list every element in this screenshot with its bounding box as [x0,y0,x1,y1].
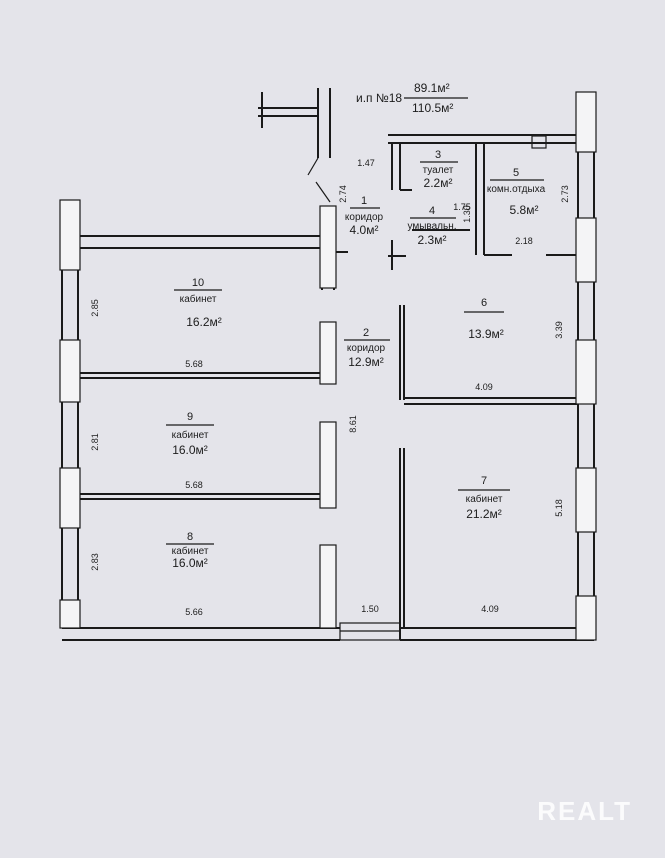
room-name: коридор [347,343,386,354]
room-number: 8 [187,531,193,543]
room-4: 4 умывальн. 2.3м² [407,205,456,247]
room-area: 2.3м² [418,233,447,247]
room-area: 4.0м² [350,223,379,237]
room-area: 16.2м² [186,315,222,329]
dim-2-83: 2.83 [90,553,100,571]
room-9: 9 кабинет 16.0м² [166,411,214,457]
dim-8-61: 8.61 [348,415,358,433]
dim-2-73: 2.73 [560,185,570,203]
room-area: 2.2м² [424,176,453,190]
room-area: 5.8м² [510,203,539,217]
room-5: 5 комн.отдыха 5.8м² [487,167,546,217]
room-2: 2 коридор 12.9м² [344,327,390,369]
room-area: 21.2м² [466,507,502,521]
dim-5-18: 5.18 [554,499,564,517]
room-name: кабинет [172,429,209,441]
room-number: 6 [481,297,487,309]
room-name: умывальн. [407,221,456,232]
dim-1-47: 1.47 [357,158,375,168]
dim-5-66: 5.66 [185,607,203,617]
watermark-logo: REALT [537,796,632,826]
room-name: кабинет [172,545,209,557]
dim-1-75: 1.75 [453,202,471,212]
dim-2-18: 2.18 [515,236,533,246]
dim-4-09-a: 4.09 [475,382,493,392]
dim-1-30: 1.30 [462,205,472,223]
plan-header: и.п №18 89.1м² 110.5м² [356,81,468,115]
room-name: комн.отдыха [487,184,546,195]
room-3: 3 туалет 2.2м² [420,149,458,190]
dim-4-09-b: 4.09 [481,604,499,614]
room-number: 5 [513,167,519,179]
room-number: 4 [429,205,435,217]
room-area: 16.0м² [172,443,208,457]
dimensions: 1.47 2.74 1.75 1.30 2.73 2.18 2.85 5.68 … [90,158,570,617]
area-gross: 110.5м² [412,101,453,115]
dim-1-50: 1.50 [361,604,379,614]
room-number: 1 [361,195,367,207]
dim-2-74: 2.74 [338,185,348,203]
room-number: 3 [435,149,441,161]
room-6: 6 13.9м² [464,297,504,341]
room-name: туалет [423,165,454,176]
room-name: кабинет [466,493,503,505]
room-10: 10 кабинет 16.2м² [174,277,222,329]
dim-5-68-b: 5.68 [185,480,203,490]
room-number: 9 [187,411,193,423]
room-1: 1 коридор 4.0м² [345,195,384,237]
room-8: 8 кабинет 16.0м² [166,531,214,570]
room-name: кабинет [180,293,217,305]
room-area: 16.0м² [172,556,208,570]
room-number: 7 [481,475,487,487]
room-area: 12.9м² [348,355,384,369]
dim-2-85: 2.85 [90,299,100,317]
room-area: 13.9м² [468,327,504,341]
room-number: 10 [192,277,204,289]
dim-5-68-a: 5.68 [185,359,203,369]
dim-2-81: 2.81 [90,433,100,451]
unit-label: и.п №18 [356,91,402,105]
area-total: 89.1м² [414,81,450,95]
room-number: 2 [363,327,369,339]
room-7: 7 кабинет 21.2м² [458,475,510,521]
dim-3-39: 3.39 [554,321,564,339]
room-name: коридор [345,212,384,223]
windows [59,91,597,641]
